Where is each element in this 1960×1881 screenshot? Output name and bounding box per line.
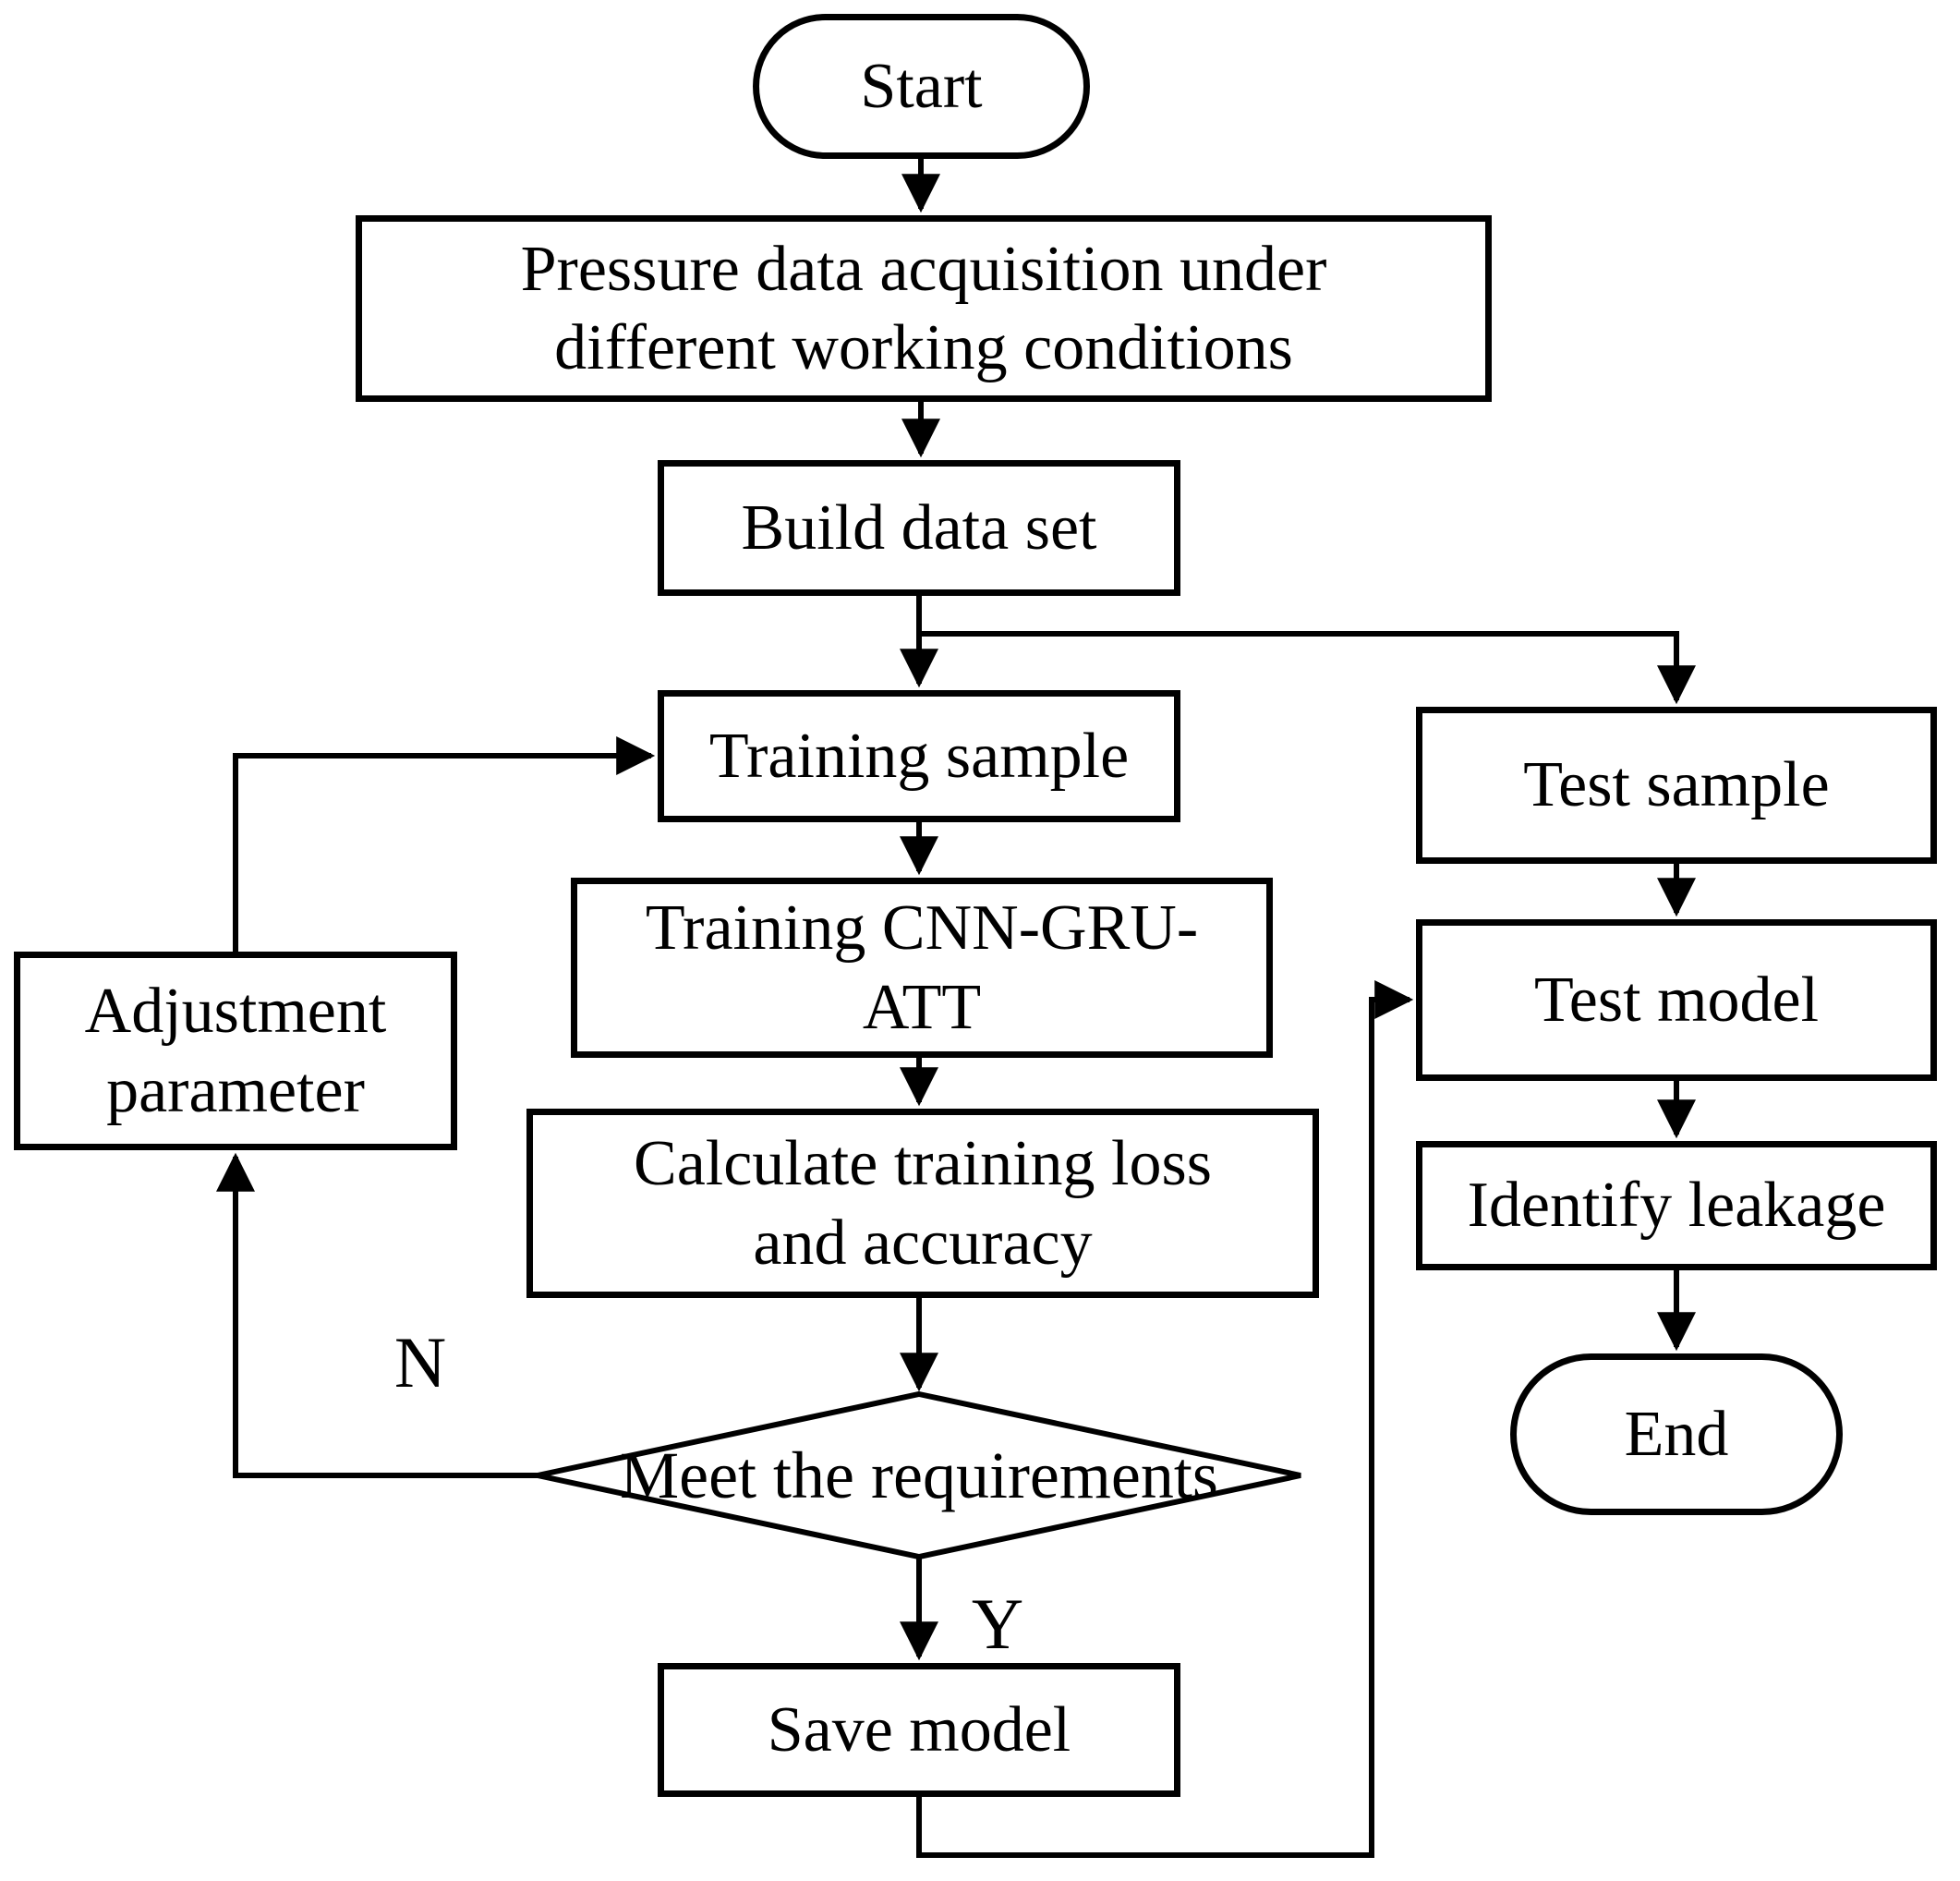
node-decision-meet-requirements: Meet the requirements [620, 1438, 1218, 1512]
node-test-model: Test model [1416, 919, 1937, 1081]
node-pressure-data-acquisition: Pressure data acquisition under differen… [356, 215, 1492, 402]
node-calculate-training-loss: Calculate training loss and accuracy [526, 1109, 1319, 1298]
edge-label-no: N [393, 1322, 447, 1402]
node-test-sample: Test sample [1416, 707, 1937, 864]
node-start: Start [753, 14, 1090, 159]
edge-label-yes: Y [971, 1584, 1024, 1664]
node-adjustment-parameter: Adjustment parameter [14, 952, 457, 1150]
node-end: End [1510, 1353, 1843, 1515]
edge-save-to-test-model [916, 980, 1414, 1858]
node-build-data-set: Build data set [658, 460, 1180, 596]
decision-diamond-shape [537, 1390, 1301, 1560]
node-training-cnn-gru-att: Training CNN-GRU- ATT [571, 878, 1273, 1058]
edge-build-to-test-sample [919, 631, 1696, 705]
node-training-sample: Training sample [658, 690, 1180, 822]
node-identify-leakage: Identify leakage [1416, 1141, 1937, 1270]
edge-decision-no-to-adjustment [216, 1152, 538, 1478]
edge-adjustment-to-training-sample [233, 736, 656, 952]
node-save-model: Save model [658, 1663, 1180, 1797]
